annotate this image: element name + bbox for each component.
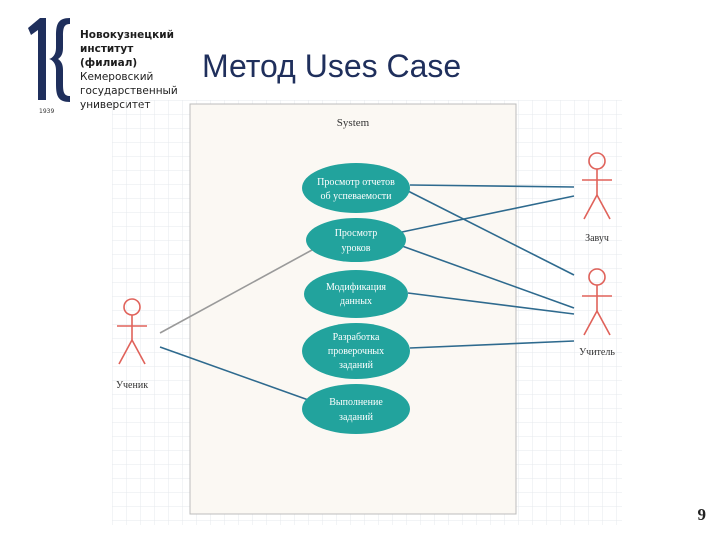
actor-student[interactable]: Ученик [116,298,148,391]
system-label: System [337,117,370,129]
use-case-label: Модификация [326,282,386,293]
use-case-uc1[interactable]: Просмотр отчетов об успеваемости [302,163,410,213]
actor-label: Ученик [116,380,148,391]
assoc-uc1-teacher [405,189,575,276]
use-case-ellipse [302,323,410,379]
logo-line: Кемеровский [80,71,154,83]
use-case-label: уроков [341,243,370,254]
slide-title: Метод Uses Case [202,48,462,84]
use-case-label: Разработка [333,332,380,343]
stick-figure-icon [117,298,147,365]
use-case-label: Выполнение [329,397,383,408]
use-case-uc5[interactable]: Выполнение заданий [302,384,410,434]
logo-line: институт (филиал) [80,43,138,69]
use-case-ellipse [304,270,408,318]
actor-teacher[interactable]: Учитель [579,268,615,358]
use-case-uc4[interactable]: Разработка проверочных заданий [302,323,410,379]
page-number: 9 [697,505,707,524]
stick-figure-icon [582,152,612,220]
use-case-uc2[interactable]: Просмотр уроков [306,218,406,262]
use-case-ellipse [302,163,410,213]
logo-line: Новокузнецкий [80,29,174,41]
use-case-label: заданий [339,360,374,371]
actor-label: Завуч [585,233,609,244]
use-case-diagram: System Просмотр отчетов об успеваемости … [112,100,622,525]
assoc-uc4-teacher [409,340,575,349]
actor-headteacher[interactable]: Завуч [582,152,612,244]
use-case-ellipse [302,384,410,434]
assoc-student-uc2 [159,249,313,334]
assoc-uc2-headteacher [401,195,575,233]
use-case-label: данных [340,296,372,307]
use-case-ellipse [306,218,406,262]
assoc-uc1-headteacher [409,184,575,188]
use-case-label: Просмотр отчетов [317,177,395,188]
assoc-uc2-teacher [401,245,575,309]
actor-label: Учитель [579,347,615,358]
assoc-uc3-teacher [407,292,575,315]
use-case-uc3[interactable]: Модификация данных [304,270,408,318]
assoc-student-uc5 [159,346,315,403]
use-case-label: Просмотр [335,228,378,239]
logo-mark [28,18,70,102]
use-case-label: заданий [339,412,374,423]
use-case-label: проверочных [328,346,384,357]
logo-year: 1939 [39,108,55,115]
associations [159,184,575,403]
stick-figure-icon [582,268,612,336]
logo-line: государственный [80,85,178,97]
use-case-label: об успеваемости [320,191,392,202]
